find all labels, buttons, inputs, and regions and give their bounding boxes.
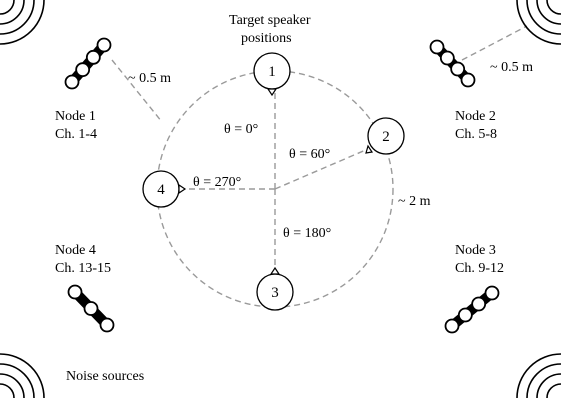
microphone	[99, 317, 115, 333]
microphone	[85, 49, 101, 65]
speaker-number: 2	[382, 129, 390, 145]
loudspeaker-icon	[269, 266, 281, 275]
noise-arc	[0, 0, 15, 15]
speaker-1: 1	[253, 52, 291, 97]
speaker-number: 1	[268, 64, 276, 80]
noise-arc	[516, 0, 561, 45]
microphone	[439, 50, 455, 66]
microphone	[75, 62, 91, 78]
array-bar	[67, 40, 109, 87]
noise-source-icon	[516, 353, 561, 398]
noise-source-icon	[0, 353, 45, 398]
node-4-name: Node 4	[55, 243, 96, 258]
array-bar	[432, 42, 473, 85]
noise-arc	[0, 0, 25, 25]
microphone	[96, 37, 112, 53]
speaker-number: 3	[271, 285, 279, 301]
noise-arc	[0, 0, 35, 35]
angle-label-4: θ = 270°	[193, 175, 241, 190]
distance-line-node1	[111, 59, 163, 123]
speaker-2: 2	[365, 117, 405, 155]
distance-label-node2: ~ 0.5 m	[490, 60, 533, 75]
angle-label-2: θ = 60°	[289, 147, 330, 162]
microphone	[83, 301, 99, 316]
node-2-name: Node 2	[455, 109, 496, 124]
noise-arc	[546, 383, 561, 398]
speaker-4: 4	[142, 170, 187, 208]
microphone	[67, 284, 83, 300]
angle-label-3: θ = 180°	[283, 226, 331, 241]
noise-arc	[526, 0, 561, 35]
noise-arc	[0, 363, 35, 398]
noise-arc	[516, 353, 561, 398]
caption-line-2: positions	[241, 31, 292, 46]
noise-arc	[526, 363, 561, 398]
microphone-array-icon	[444, 285, 500, 334]
noise-sources-label: Noise sources	[66, 369, 144, 384]
distance-line-node2	[461, 25, 528, 61]
noise-arc	[0, 0, 45, 45]
microphone	[460, 72, 476, 88]
noise-arc	[536, 373, 561, 398]
microphone-array-icon	[67, 284, 115, 333]
microphone	[457, 307, 473, 323]
caption-line-1: Target speaker	[229, 13, 311, 28]
angle-label-1: θ = 0°	[224, 122, 258, 137]
microphone	[471, 296, 487, 312]
array-bar	[447, 288, 497, 331]
node-1-name: Node 1	[55, 109, 96, 124]
noise-arc	[0, 353, 45, 398]
radius-60deg	[274, 148, 369, 190]
node-2-channels: Ch. 5-8	[455, 127, 497, 142]
microphone	[64, 74, 80, 90]
speaker-number: 4	[157, 182, 165, 198]
speaker-3: 3	[256, 266, 294, 311]
microphone	[484, 285, 500, 301]
loudspeaker-icon	[266, 88, 278, 97]
node-1-channels: Ch. 1-4	[55, 127, 97, 142]
node-3-channels: Ch. 9-12	[455, 261, 504, 276]
microphone	[429, 39, 445, 55]
distance-label-radius: ~ 2 m	[398, 194, 431, 209]
noise-arc	[0, 373, 25, 398]
loudspeaker-icon	[365, 144, 374, 154]
microphone	[450, 61, 466, 77]
microphone-array-icon	[64, 37, 112, 90]
node-3-name: Node 3	[455, 243, 496, 258]
microphone-array-icon	[429, 39, 476, 88]
node-4-channels: Ch. 13-15	[55, 261, 111, 276]
noise-source-icon	[516, 0, 561, 45]
distance-label-node1: ~ 0.5 m	[128, 71, 171, 86]
microphone	[444, 318, 460, 334]
loudspeaker-icon	[178, 183, 187, 195]
noise-source-icon	[0, 0, 45, 45]
noise-arc	[0, 383, 15, 398]
noise-arc	[546, 0, 561, 15]
mic-arrays	[64, 37, 500, 334]
noise-arc	[536, 0, 561, 25]
